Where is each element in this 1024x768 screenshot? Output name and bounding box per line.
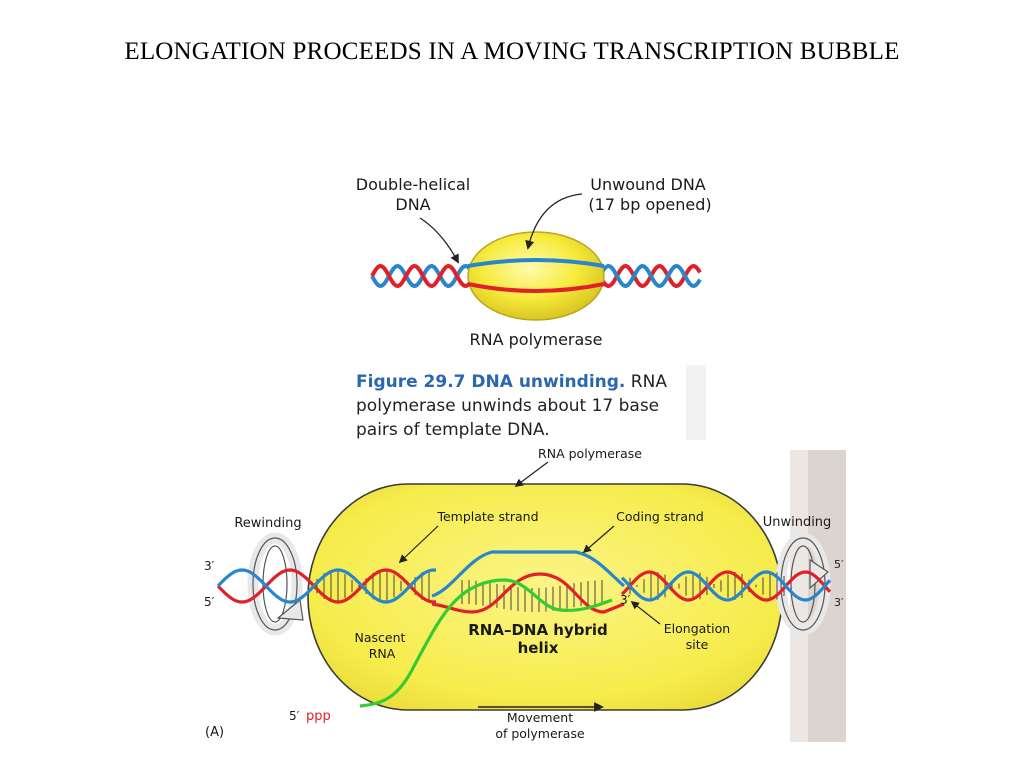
label-rna-polymerase-bottom: RNA polymerase (538, 446, 642, 461)
label-movement: Movement (507, 710, 573, 725)
end-label-rna-3prime: 3′ (620, 593, 631, 607)
label-17bp-opened: (17 bp opened) (588, 195, 711, 214)
bottom-figure: RNA polymerase Rewinding Unwinding Templ… (204, 446, 846, 742)
template-strand-pointer (398, 525, 439, 564)
end-label-left-top: 3′ (204, 559, 215, 573)
top-figure: Double-helical DNA Unwound DNA (17 bp op… (356, 175, 712, 440)
end-label-right-top: 5′ (834, 558, 844, 571)
label-helix: helix (518, 639, 559, 657)
unwound-coding-strand (467, 258, 605, 268)
label-rewinding: Rewinding (234, 516, 301, 531)
template-strand-bubble (431, 572, 625, 614)
unwound-template-strand (467, 282, 605, 293)
coding-strand-left (216, 568, 437, 604)
figure-caption-title: Figure 29.7 DNA unwinding. (356, 372, 626, 392)
double-helical-pointer (419, 217, 459, 264)
unwound-pointer (525, 193, 583, 250)
end-label-left-bottom: 5′ (204, 595, 215, 609)
label-ppp: ppp (306, 709, 331, 724)
coding-strand-pointer (582, 525, 615, 554)
helix-strand-blue (598, 263, 702, 289)
rna-strand (359, 578, 613, 708)
end-label-right-bottom: 3′ (834, 596, 844, 609)
rewinding-arrow-icon (247, 532, 304, 636)
coding-strand-right (620, 570, 832, 602)
label-rna-dna-hybrid: RNA–DNA hybrid (468, 621, 608, 639)
elongation-site-pointer (630, 600, 661, 625)
rna-polymerase-oval (467, 231, 605, 321)
slide-title: ELONGATION PROCEEDS IN A MOVING TRANSCRI… (124, 38, 900, 65)
label-nascent-rna: RNA (369, 646, 396, 661)
figure-caption-text: RNA polymerase unwinds about 17 base pai… (356, 372, 667, 440)
coding-strand-bubble (431, 550, 626, 598)
label-5prime-rna: 5′ (289, 709, 300, 723)
rna-polymerase-pointer (514, 461, 549, 488)
figure-caption: Figure 29.7 DNA unwinding. RNA polymeras… (356, 370, 706, 442)
label-rna-polymerase-top: RNA polymerase (470, 330, 603, 349)
helix-strand-red (370, 263, 474, 289)
label-of-polymerase: of polymerase (495, 726, 585, 741)
label-double-helical: Double-helical (356, 175, 470, 194)
double-helix-right (598, 263, 702, 289)
label-template-strand: Template strand (436, 509, 538, 524)
label-double-helical-dna: DNA (395, 195, 430, 214)
template-strand-left (216, 568, 437, 604)
double-helix-left (370, 263, 474, 289)
panel-label: (A) (205, 725, 224, 740)
template-strand-right (620, 570, 832, 602)
label-nascent: Nascent (355, 630, 406, 645)
label-unwound-dna: Unwound DNA (590, 175, 706, 194)
label-elongation: Elongation (664, 621, 730, 636)
dna-strands (216, 568, 832, 604)
label-elongation-site: site (686, 637, 709, 652)
label-unwinding: Unwinding (763, 515, 832, 530)
label-coding-strand: Coding strand (616, 509, 704, 524)
rna-polymerase-capsule (307, 483, 783, 711)
